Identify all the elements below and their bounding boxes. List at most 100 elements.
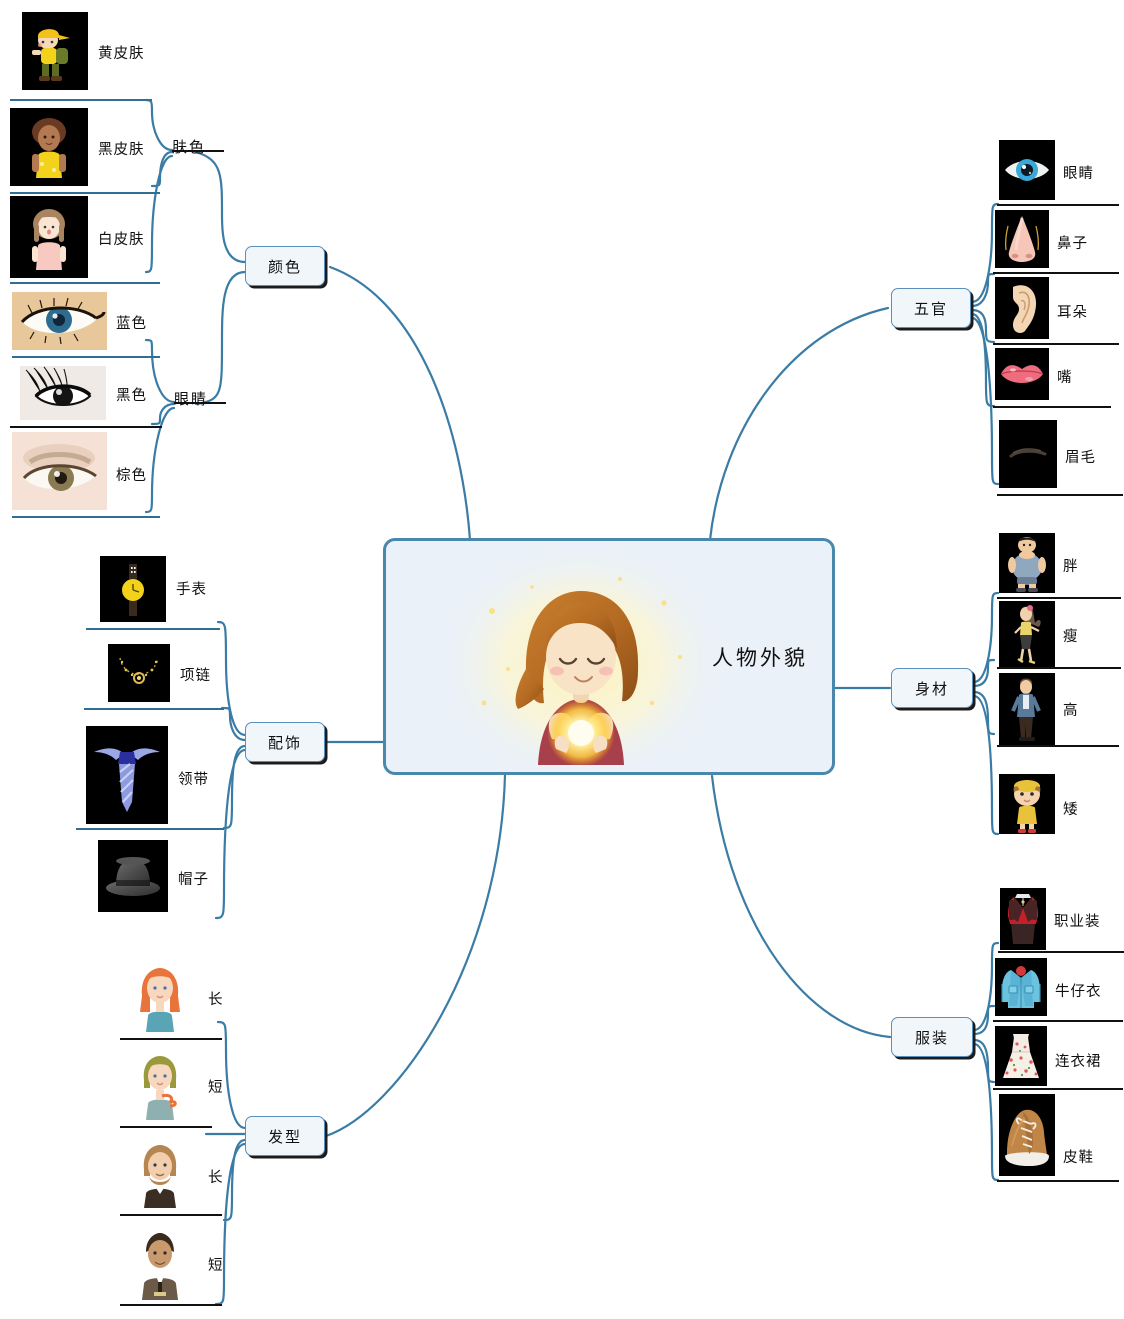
- leaf-label: 项链: [180, 668, 211, 684]
- branch-label-figure: 身材: [914, 680, 949, 698]
- eye-icon: [999, 140, 1055, 200]
- leaf-rule: [993, 406, 1111, 408]
- leaf-label: 皮鞋: [1063, 1150, 1094, 1166]
- leaf-item[interactable]: 领带: [76, 726, 276, 831]
- fedora-hat-icon: [98, 840, 168, 912]
- leaf-rule: [998, 951, 1124, 953]
- leaf-label: 棕色: [116, 468, 147, 484]
- leaf-item[interactable]: 黄皮肤: [10, 12, 192, 102]
- girl-light-skin-icon: [10, 196, 88, 278]
- subbranch-node-eyes-color[interactable]: 眼睛: [174, 388, 208, 411]
- leaf-item[interactable]: 牛仔衣: [993, 958, 1124, 1024]
- leaf-label: 领带: [178, 772, 209, 788]
- leaf-item[interactable]: 耳朵: [993, 277, 1124, 347]
- leaf-item[interactable]: 眼睛: [997, 140, 1124, 210]
- leather-shoe-icon: [999, 1094, 1055, 1176]
- leaf-rule: [10, 282, 160, 284]
- leaf-label: 高: [1063, 703, 1079, 719]
- woman-short-hair-icon: [126, 1050, 194, 1120]
- leaf-label: 黑色: [116, 388, 147, 404]
- woman-long-hair-icon: [126, 962, 194, 1032]
- leaf-rule: [86, 628, 220, 630]
- branch-node-clothing[interactable]: 服装: [891, 1017, 973, 1057]
- leaf-label: 矮: [1063, 802, 1079, 818]
- branch-label-color: 颜色: [267, 258, 302, 276]
- branch-node-accessories[interactable]: 配饰: [245, 722, 325, 762]
- leaf-rule: [993, 1020, 1123, 1022]
- thin-woman-icon: [999, 601, 1055, 667]
- leaf-rule: [10, 99, 152, 101]
- leaf-item[interactable]: 蓝色: [12, 292, 192, 362]
- branch-node-color[interactable]: 颜色: [245, 246, 325, 286]
- leaf-item[interactable]: 鼻子: [993, 210, 1124, 276]
- leaf-item[interactable]: 矮: [999, 774, 1124, 840]
- leaf-item[interactable]: 棕色: [12, 432, 192, 522]
- leaf-rule: [120, 1038, 222, 1040]
- ear-icon: [995, 277, 1049, 339]
- branch-label-hairstyle: 发型: [267, 1128, 302, 1146]
- short-child-icon: [999, 774, 1055, 834]
- leaf-label: 耳朵: [1057, 305, 1088, 321]
- leaf-label: 眉毛: [1065, 450, 1096, 466]
- leaf-item[interactable]: 帽子: [98, 840, 278, 922]
- branch-node-hairstyle[interactable]: 发型: [245, 1116, 325, 1156]
- leaf-item[interactable]: 瘦: [997, 601, 1124, 671]
- leaf-rule: [993, 343, 1119, 345]
- woman-dark-skin-icon: [10, 108, 88, 186]
- branch-node-facial-features[interactable]: 五官: [891, 288, 971, 328]
- leaf-item[interactable]: 胖: [997, 533, 1124, 599]
- subbranch-node-skin[interactable]: 肤色: [172, 136, 206, 159]
- leaf-rule: [84, 708, 224, 710]
- leaf-rule: [997, 1180, 1119, 1182]
- leaf-rule: [76, 828, 224, 830]
- leaf-label: 短: [208, 1080, 224, 1096]
- branch-label-facial-features: 五官: [913, 300, 948, 318]
- leaf-rule: [997, 494, 1123, 496]
- man-long-hair-beard-icon: [126, 1140, 194, 1208]
- leaf-item[interactable]: 眉毛: [997, 420, 1124, 498]
- leaf-label: 白皮肤: [98, 232, 145, 248]
- leaf-rule: [10, 192, 160, 194]
- leaf-item[interactable]: 黑皮肤: [10, 108, 190, 198]
- center-title: 人物外貌: [712, 646, 808, 670]
- center-node[interactable]: 人物外貌: [383, 538, 835, 775]
- leaf-rule: [12, 516, 160, 518]
- eyebrow-icon: [999, 420, 1057, 488]
- leaf-label: 连衣裙: [1055, 1054, 1102, 1070]
- leaf-item[interactable]: 手表: [86, 556, 280, 636]
- leaf-label: 牛仔衣: [1055, 984, 1102, 1000]
- nose-icon: [995, 210, 1049, 268]
- blue-eye-photo-icon: [12, 292, 107, 350]
- child-yellow-skin-icon: [22, 12, 88, 90]
- leaf-rule: [997, 667, 1121, 669]
- leaf-item[interactable]: 皮鞋: [997, 1094, 1124, 1184]
- leaf-rule: [12, 356, 160, 358]
- leaf-rule: [997, 597, 1121, 599]
- leaf-item[interactable]: 黑色: [10, 366, 200, 436]
- leaf-item[interactable]: 短: [120, 1228, 306, 1308]
- necklace-icon: [108, 644, 170, 702]
- leaf-rule: [10, 426, 162, 428]
- leaf-label: 黑皮肤: [98, 142, 145, 158]
- leaf-item[interactable]: 连衣裙: [993, 1026, 1124, 1092]
- necktie-icon: [86, 726, 168, 824]
- leaf-item[interactable]: 白皮肤: [10, 196, 190, 286]
- leaf-label: 长: [208, 1170, 224, 1186]
- leaf-item[interactable]: 短: [120, 1050, 306, 1130]
- leaf-item[interactable]: 高: [997, 673, 1124, 749]
- leaf-label: 黄皮肤: [98, 46, 145, 62]
- leaf-item[interactable]: 项链: [84, 644, 288, 714]
- floral-dress-icon: [995, 1026, 1047, 1086]
- branch-node-figure[interactable]: 身材: [891, 668, 973, 708]
- leaf-item[interactable]: 嘴: [993, 348, 1124, 410]
- fat-person-icon: [999, 533, 1055, 593]
- center-illustration: [456, 553, 706, 765]
- leaf-rule: [997, 745, 1119, 747]
- leaf-item[interactable]: 长: [120, 962, 306, 1042]
- leaf-label: 蓝色: [116, 316, 147, 332]
- leaf-label: 鼻子: [1057, 236, 1088, 252]
- leaf-item[interactable]: 职业装: [998, 888, 1124, 956]
- subbranch-label-skin: 肤色: [172, 139, 207, 156]
- tall-man-icon: [999, 673, 1055, 745]
